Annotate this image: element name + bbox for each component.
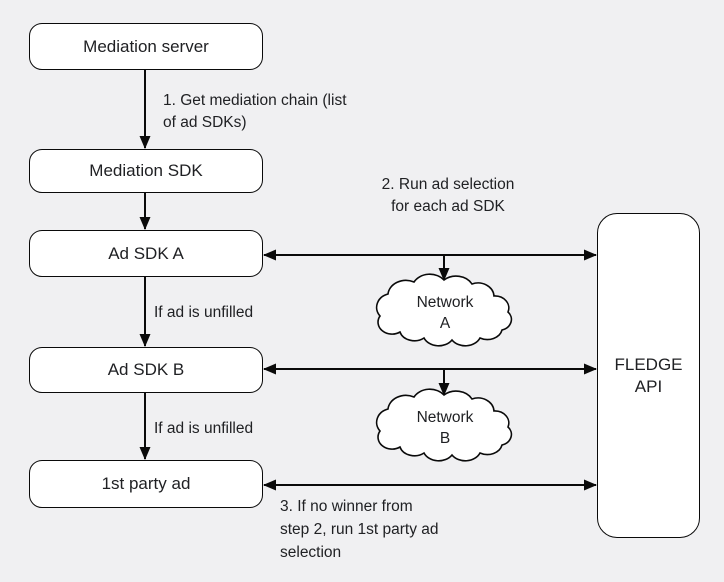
network-a-label: Network A [416,294,474,332]
annotation-step2: 2. Run ad selection for each ad SDK [381,176,515,215]
node-ad-sdk-a: Ad SDK A [29,230,263,277]
node-mediation-server: Mediation server [29,23,263,70]
node-ad-sdk-b: Ad SDK B [29,347,263,393]
node-ad-sdk-a-label: Ad SDK A [108,243,184,263]
node-first-party-ad: 1st party ad [29,460,263,508]
node-mediation-sdk-label: Mediation SDK [89,161,203,181]
annotation-if-ad-unfilled-a: If ad is unfilled [154,304,254,321]
node-first-party-ad-label: 1st party ad [101,474,191,494]
annotation-step3: 3. If no winner from step 2, run 1st par… [280,498,439,561]
node-mediation-sdk: Mediation SDK [29,149,263,193]
node-ad-sdk-b-label: Ad SDK B [107,360,185,380]
network-b-label: Network B [416,409,474,447]
annotation-if-ad-unfilled-b: If ad is unfilled [154,420,254,437]
node-fledge-api-label: FLEDGE API [614,355,683,396]
node-fledge-api: FLEDGE API [597,213,700,538]
annotation-step1: 1. Get mediation chain (list of ad SDKs) [163,92,347,131]
node-mediation-server-label: Mediation server [83,36,209,56]
